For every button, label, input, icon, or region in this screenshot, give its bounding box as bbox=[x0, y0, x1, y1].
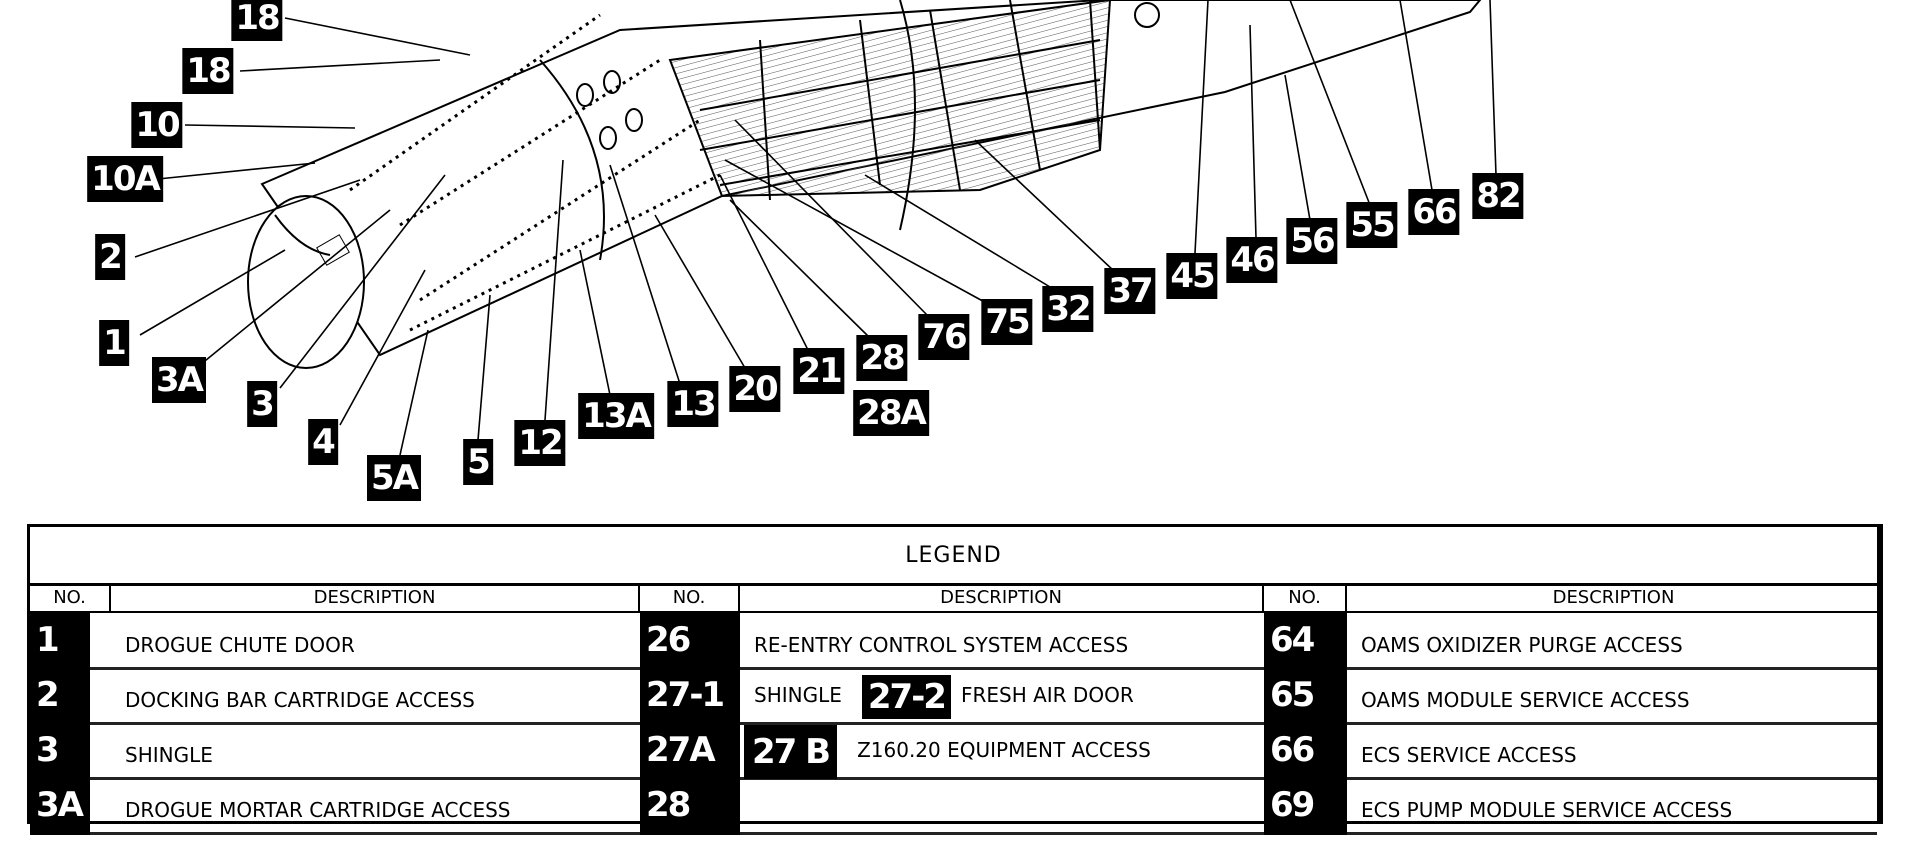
callout-5a: 5A bbox=[367, 455, 421, 501]
callout-10: 10 bbox=[131, 102, 183, 148]
callout-56: 56 bbox=[1286, 218, 1338, 264]
item-description-text: FRESH AIR DOOR bbox=[960, 683, 1134, 707]
legend-row: 2 DOCKING BAR CARTRIDGE ACCESS 27-1 SHIN… bbox=[30, 668, 1877, 725]
callout-13a: 13A bbox=[578, 393, 654, 439]
header-description-1: DESCRIPTION bbox=[111, 583, 640, 613]
callout-21: 21 bbox=[793, 348, 845, 394]
item-description-text: SHINGLE bbox=[754, 683, 842, 707]
leader-lines bbox=[134, 0, 1497, 456]
spacecraft-body bbox=[260, 0, 1482, 357]
item-description: SHINGLE 27-2 FRESH AIR DOOR bbox=[740, 668, 1134, 722]
item-number: 1 bbox=[30, 613, 90, 670]
nose-ellipse bbox=[247, 195, 365, 369]
callout-18-top: 18 bbox=[231, 0, 283, 41]
item-number: 69 bbox=[1264, 778, 1347, 835]
callout-82: 82 bbox=[1472, 173, 1524, 219]
item-number: 2 bbox=[30, 668, 90, 725]
callout-32: 32 bbox=[1042, 286, 1094, 332]
header-no-2: NO. bbox=[640, 583, 740, 613]
item-description: OAMS OXIDIZER PURGE ACCESS bbox=[1361, 633, 1683, 657]
callout-66: 66 bbox=[1408, 189, 1460, 235]
legend-title: LEGEND bbox=[30, 527, 1877, 586]
item-description: OAMS MODULE SERVICE ACCESS bbox=[1361, 688, 1690, 712]
callout-3: 3 bbox=[247, 381, 277, 427]
item-description-text: Z160.20 EQUIPMENT ACCESS bbox=[857, 738, 1151, 762]
item-number-inline: 27-2 bbox=[861, 674, 951, 719]
callout-20: 20 bbox=[729, 366, 781, 412]
callout-75: 75 bbox=[981, 299, 1033, 345]
item-description: RE-ENTRY CONTROL SYSTEM ACCESS bbox=[754, 633, 1129, 657]
item-description: ECS PUMP MODULE SERVICE ACCESS bbox=[1361, 798, 1733, 822]
legend-row: 1 DROGUE CHUTE DOOR 26 RE-ENTRY CONTROL … bbox=[30, 613, 1877, 670]
callout-3a: 3A bbox=[152, 357, 206, 403]
spacecraft-access-diagram: 18 18 10 10A 2 1 3A 3 4 5A 5 12 13A 13 2… bbox=[87, 0, 1524, 501]
item-number-inline: 27 B bbox=[744, 724, 838, 779]
header-description-2: DESCRIPTION bbox=[740, 583, 1264, 613]
callout-4: 4 bbox=[308, 419, 338, 465]
callout-28: 28 bbox=[856, 335, 908, 381]
header-no-1: NO. bbox=[30, 583, 111, 613]
callout-5: 5 bbox=[463, 439, 493, 485]
item-number: 3 bbox=[30, 723, 90, 780]
legend-row: 3 SHINGLE 27A 27 B Z160.20 EQUIPMENT ACCE… bbox=[30, 723, 1877, 780]
item-description: DROGUE CHUTE DOOR bbox=[125, 633, 355, 657]
item-number: 64 bbox=[1264, 613, 1347, 670]
item-description: SHINGLE bbox=[125, 743, 213, 767]
item-description bbox=[740, 778, 754, 832]
item-number: 3A bbox=[30, 778, 90, 835]
item-number: 65 bbox=[1264, 668, 1347, 725]
callout-46: 46 bbox=[1226, 237, 1278, 283]
item-description: DROGUE MORTAR CARTRIDGE ACCESS bbox=[125, 798, 511, 822]
item-number: 26 bbox=[640, 613, 740, 670]
item-number: 27A bbox=[640, 723, 740, 780]
item-number: 28 bbox=[640, 778, 740, 835]
callout-10a: 10A bbox=[87, 156, 163, 202]
legend-row: 3A DROGUE MORTAR CARTRIDGE ACCESS 28 69 … bbox=[30, 778, 1877, 835]
item-number: 66 bbox=[1264, 723, 1347, 780]
spacecraft-drawing bbox=[134, 0, 1497, 456]
item-description: DOCKING BAR CARTRIDGE ACCESS bbox=[125, 688, 475, 712]
callout-55: 55 bbox=[1346, 202, 1398, 248]
legend-table: LEGEND NO. DESCRIPTION NO. DESCRIPTION N… bbox=[27, 524, 1883, 835]
item-description: 27 B Z160.20 EQUIPMENT ACCESS bbox=[744, 723, 1151, 779]
callout-13: 13 bbox=[667, 381, 719, 427]
callout-12: 12 bbox=[514, 420, 566, 466]
callout-1: 1 bbox=[99, 320, 129, 366]
callout-2: 2 bbox=[95, 234, 125, 280]
header-description-3: DESCRIPTION bbox=[1347, 583, 1880, 613]
item-number: 27-1 bbox=[640, 668, 740, 725]
callout-37: 37 bbox=[1104, 268, 1156, 314]
callout-18: 18 bbox=[182, 48, 234, 94]
callout-28a: 28A bbox=[853, 390, 929, 436]
item-description: ECS SERVICE ACCESS bbox=[1361, 743, 1577, 767]
header-no-3: NO. bbox=[1264, 583, 1347, 613]
callout-45: 45 bbox=[1166, 253, 1218, 299]
callout-76: 76 bbox=[918, 314, 970, 360]
